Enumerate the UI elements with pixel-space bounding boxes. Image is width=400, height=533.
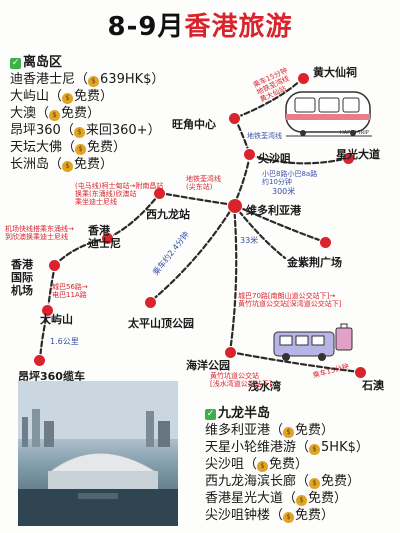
note-bus: 城巴56路→ 电巴11A路 bbox=[52, 283, 88, 299]
label-airport: 香港 国际 机场 bbox=[11, 258, 33, 297]
kowloon-heading: ✓九龙半岛 bbox=[205, 406, 271, 421]
kowloon-list: ✓九龙半岛 维多利亚港（$免费） 天星小轮维港游（$5HK$） 尖沙咀（$免费）… bbox=[205, 405, 369, 524]
station-dot-lantau bbox=[42, 305, 53, 316]
check-icon: ✓ bbox=[205, 409, 216, 420]
note-tst-aos: 小巴8路小巴8a路 约10分钟 bbox=[262, 170, 318, 186]
label-victoria-harbour: 维多利亚港 bbox=[246, 204, 301, 217]
money-bag-icon: $ bbox=[88, 76, 100, 87]
list-item: 昂坪360（$来回360+） bbox=[10, 123, 161, 138]
money-bag-icon: $ bbox=[309, 444, 321, 455]
note-mtr-tw: 地铁荃湾线 bbox=[247, 132, 282, 140]
train-sign: HAPPY TRIP bbox=[340, 130, 369, 136]
title-main: 香港旅游 bbox=[184, 12, 293, 42]
note-tst-mk: 地铁荃湾线 (尖东站) bbox=[186, 175, 221, 191]
label-lantau: 大屿山 bbox=[40, 313, 73, 326]
note-wch: 黄竹坑道公交站 [浅水湾道公交站下] bbox=[210, 372, 272, 388]
money-bag-icon: $ bbox=[62, 93, 74, 104]
label-west-kowloon: 西九龙站 bbox=[146, 208, 190, 221]
list-item: 长洲岛（$免费） bbox=[10, 157, 114, 172]
station-dot-bauhinia bbox=[320, 237, 331, 248]
label-ocean-park: 海洋公园 bbox=[186, 359, 230, 372]
route-tst-vh bbox=[232, 153, 252, 207]
list-item: 香港星光大道（$免费） bbox=[205, 491, 348, 506]
label-repulse-bay: 浅水湾 bbox=[248, 380, 281, 393]
money-bag-icon: $ bbox=[49, 110, 61, 121]
list-item: 大屿山（$免费） bbox=[10, 89, 114, 104]
list-item: 西九龙海滨长廊（$免费） bbox=[205, 474, 361, 489]
station-dot-tsim-sha-tsui bbox=[244, 149, 255, 160]
train-icon bbox=[285, 91, 372, 137]
route-wts-mk bbox=[233, 76, 305, 120]
note-airport: 机场快线搭乘东涌线→ 到欣澳换乘迪士尼线 bbox=[5, 225, 74, 241]
station-dot-wong-tai-sin bbox=[298, 73, 309, 84]
station-dot-peak bbox=[145, 297, 156, 308]
station-dot-ocean-park bbox=[225, 347, 236, 358]
page-title: 8-9月香港旅游 bbox=[0, 6, 400, 43]
note-1-6km: 1.6公里 bbox=[50, 337, 79, 346]
suitcase-icon bbox=[343, 322, 344, 323]
label-wong-tai-sin: 黄大仙祠 bbox=[313, 66, 357, 79]
label-bauhinia: 金紫荆广场 bbox=[287, 256, 342, 269]
list-item: 尖沙咀钟楼（$免费） bbox=[205, 508, 335, 523]
note-citybus: 城巴70路[南朗山道公交站下]→ 黄竹坑道公交站[深湾道公交站下] bbox=[238, 292, 342, 308]
label-ngong-ping: 昂坪360缆车 bbox=[18, 370, 85, 383]
label-mong-kok: 旺角中心 bbox=[172, 118, 216, 131]
route-vh-peak bbox=[148, 203, 236, 304]
station-dot-disney bbox=[102, 233, 113, 244]
list-item: 尖沙咀（$免费） bbox=[205, 457, 309, 472]
station-dot-stanley bbox=[355, 367, 366, 378]
station-dot-avenue-of-stars bbox=[343, 153, 354, 164]
label-tsim-sha-tsui: 尖沙咀 bbox=[258, 152, 291, 165]
outlying-list: ✓离岛区 迪香港士尼（$639HK$） 大屿山（$免费） 大澳（$免费） 昂坪3… bbox=[10, 54, 164, 173]
check-icon: ✓ bbox=[10, 58, 21, 69]
list-item: 维多利亚港（$免费） bbox=[205, 423, 335, 438]
title-date: 8-9月 bbox=[107, 12, 185, 42]
money-bag-icon: $ bbox=[296, 495, 308, 506]
money-bag-icon: $ bbox=[257, 461, 269, 472]
label-peak: 太平山顶公园 bbox=[128, 317, 194, 330]
harbour-photo bbox=[18, 381, 178, 526]
station-dot-mong-kok bbox=[229, 113, 240, 124]
note-west-kowloon: (屯马线)柯士甸站→附南昌站 换乘(东涌线)欣澳站 乘坐迪士尼线 bbox=[75, 182, 164, 206]
label-avenue-of-stars: 星光大道 bbox=[336, 148, 380, 161]
list-item: 大澳（$免费） bbox=[10, 106, 101, 121]
bus-icon bbox=[273, 323, 353, 361]
money-bag-icon: $ bbox=[283, 512, 295, 523]
route-ocean-stanley bbox=[228, 350, 362, 374]
money-bag-icon: $ bbox=[62, 161, 74, 172]
note-300m: 300米 bbox=[272, 187, 296, 196]
route-tst-aos bbox=[248, 153, 350, 165]
route-vh-ocean bbox=[228, 203, 238, 354]
list-item: 天坛大佛（$免费） bbox=[10, 140, 127, 155]
label-disney: 香港 迪士尼 bbox=[88, 224, 121, 250]
money-bag-icon: $ bbox=[75, 144, 87, 155]
station-dot-ngong-ping bbox=[34, 355, 45, 366]
label-stanley: 石澳 bbox=[362, 379, 384, 392]
list-item: 迪香港士尼（$639HK$） bbox=[10, 72, 165, 87]
route-vh-wk bbox=[158, 191, 236, 207]
note-33m: 33米 bbox=[240, 236, 259, 245]
money-bag-icon: $ bbox=[283, 427, 295, 438]
outlying-heading: ✓离岛区 bbox=[10, 55, 63, 70]
station-dot-airport bbox=[49, 260, 60, 271]
money-bag-icon: $ bbox=[73, 127, 85, 138]
route-wk-disney bbox=[106, 191, 162, 240]
money-bag-icon: $ bbox=[309, 478, 321, 489]
list-item: 天星小轮维港游（$5HK$） bbox=[205, 440, 369, 455]
station-dot-victoria-harbour bbox=[228, 199, 242, 213]
route-vh-bau bbox=[232, 203, 327, 244]
station-dot-west-kowloon bbox=[154, 188, 165, 199]
